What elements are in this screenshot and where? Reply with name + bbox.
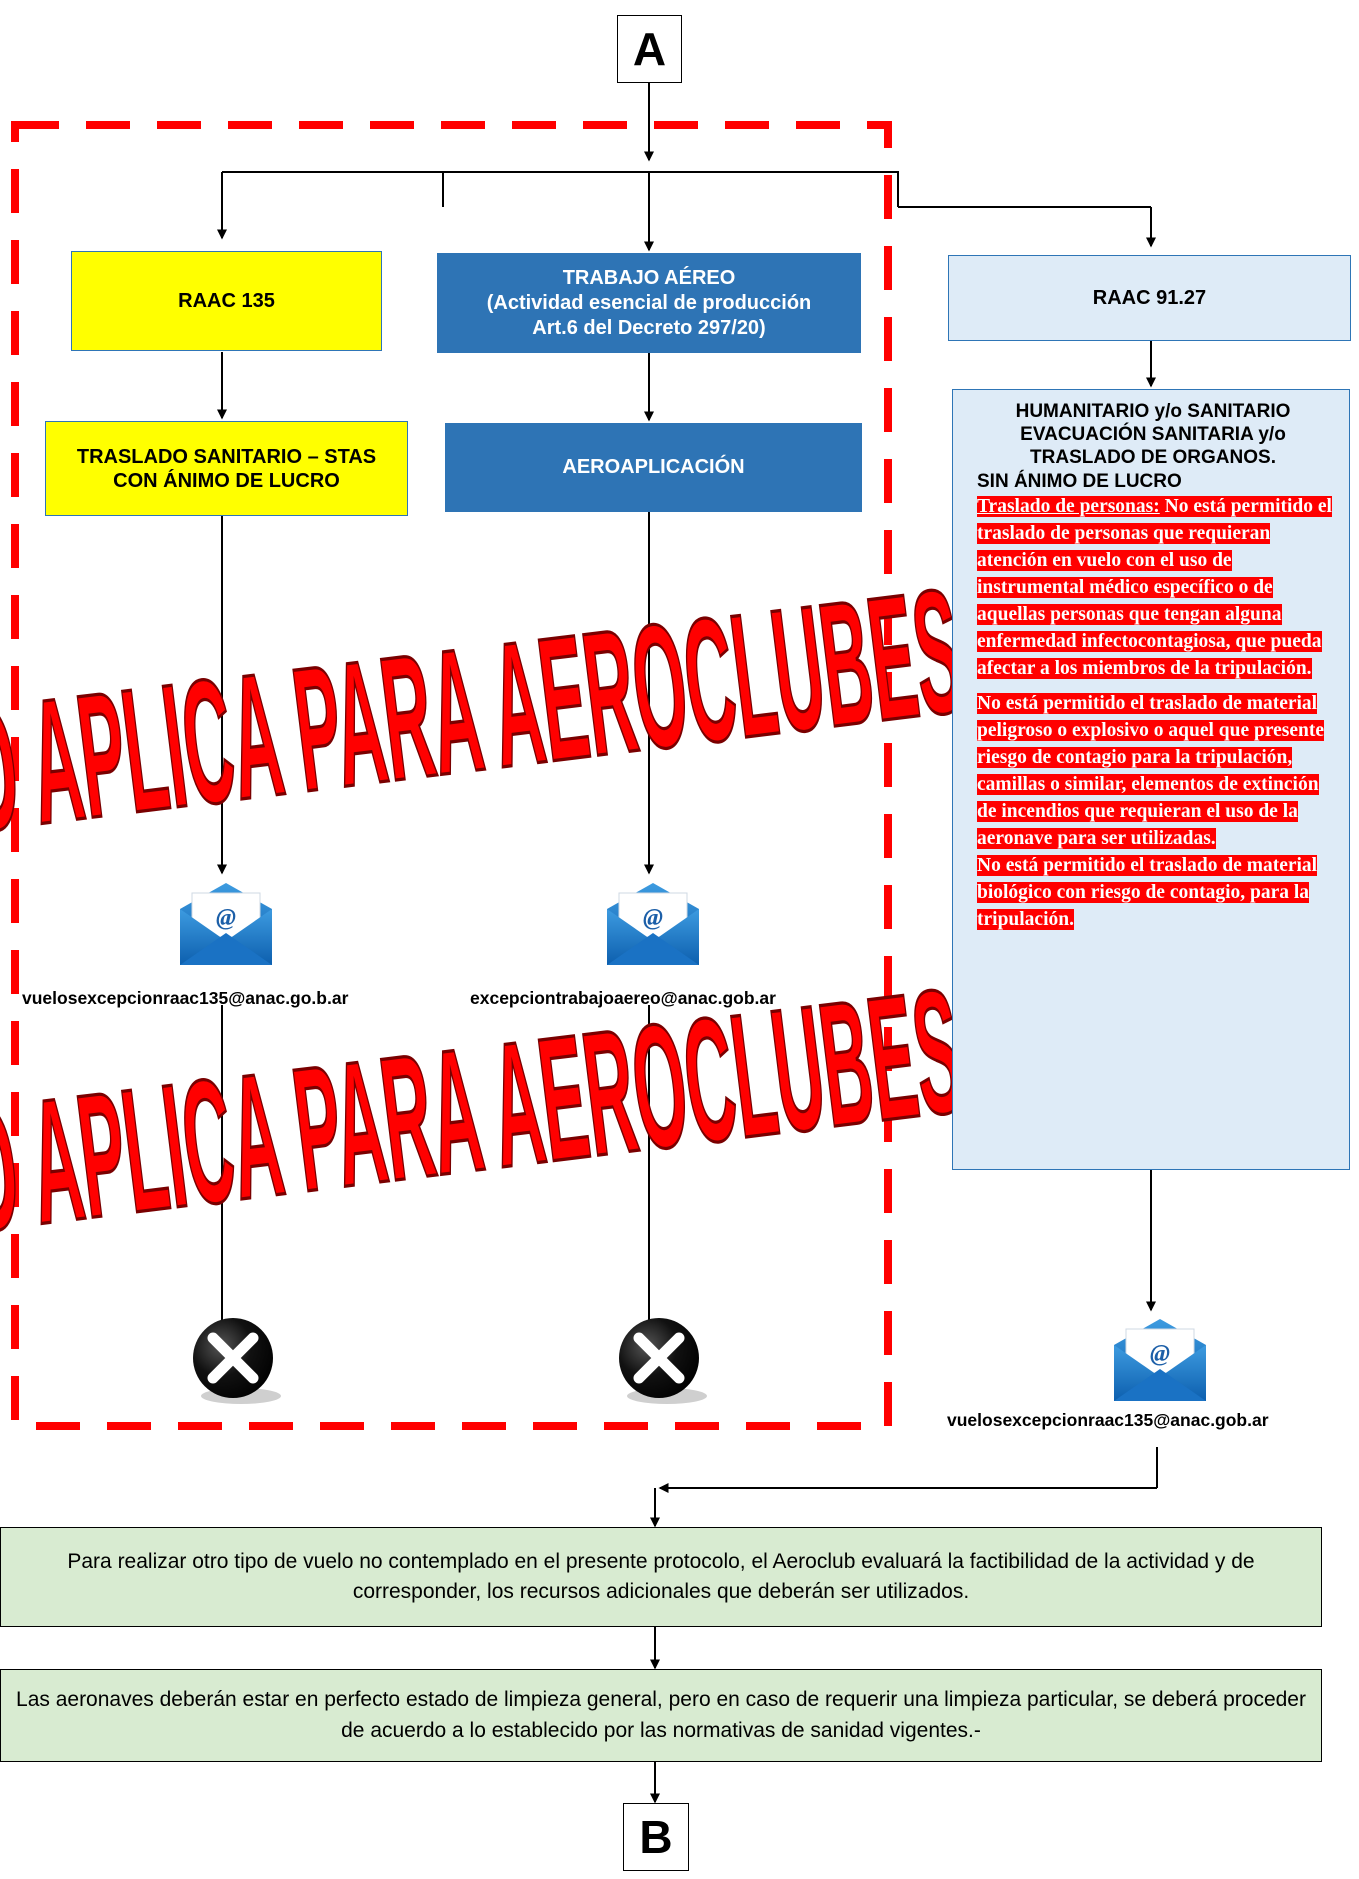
aeroaplicacion-label: AEROAPLICACIÓN <box>562 456 745 478</box>
restriction-text-1: No está permitido el traslado de persona… <box>977 495 1332 679</box>
restriction-paragraph-1: Traslado de personas: No está permitido … <box>977 493 1339 682</box>
trabajo-aereo-line2: (Actividad esencial de producción <box>486 291 812 314</box>
email-raac135-left[interactable]: vuelosexcepcionraac135@anac.go.b.ar <box>22 988 349 1008</box>
svg-text:@: @ <box>1150 1341 1170 1367</box>
connector-a-label: A <box>632 23 667 75</box>
note-otro-tipo-vuelo: Para realizar otro tipo de vuelo no cont… <box>0 1527 1322 1627</box>
restriction-text-3: No está permitido el traslado de materia… <box>977 854 1318 930</box>
x-circle-icon <box>193 1318 281 1404</box>
trabajo-aereo-box: TRABAJO AÉREO (Actividad esencial de pro… <box>437 253 861 353</box>
connector-b: B <box>623 1803 689 1871</box>
humanitario-box: HUMANITARIO y/o SANITARIO EVACUACIÓN SAN… <box>952 389 1350 1170</box>
connector-a: A <box>617 15 682 83</box>
svg-text:NO APLICA PARA AEROCLUBES: NO APLICA PARA AEROCLUBES <box>0 552 971 876</box>
humanitario-title-line2: EVACUACIÓN SANITARIA y/o <box>1020 424 1286 446</box>
restriction-text-2: No está permitido el traslado de materia… <box>977 692 1325 849</box>
traslado-sanitario-box: TRASLADO SANITARIO – STAS CON ÁNIMO DE L… <box>45 421 408 516</box>
note-limpieza-text: Las aeronaves deberán estar en perfecto … <box>16 1688 1306 1742</box>
humanitario-subtitle: SIN ÁNIMO DE LUCRO <box>977 470 1182 492</box>
email-trabajo-aereo[interactable]: excepciontrabajoaereo@anac.gob.ar <box>470 988 776 1008</box>
aeroaplicacion-box: AEROAPLICACIÓN <box>445 423 862 512</box>
raac-91-27-box: RAAC 91.27 <box>948 255 1351 341</box>
excluded-zone-frame <box>11 121 892 1430</box>
raac-91-27-label: RAAC 91.27 <box>1092 286 1207 309</box>
note-limpieza: Las aeronaves deberán estar en perfecto … <box>0 1669 1322 1762</box>
restriction-paragraph-2: No está permitido el traslado de materia… <box>977 690 1339 852</box>
trabajo-aereo-line1: TRABAJO AÉREO <box>562 266 736 289</box>
stamp-no-aplica-1: NO APLICA PARA AEROCLUBES <box>0 551 972 877</box>
raac-135-label: RAAC 135 <box>178 290 275 312</box>
envelope-at-icon: @ <box>607 883 699 965</box>
envelope-at-icon: @ <box>1114 1319 1206 1401</box>
trabajo-aereo-line3: Art.6 del Decreto 297/20) <box>532 316 766 339</box>
restriction-paragraph-3: No está permitido el traslado de materia… <box>977 852 1339 933</box>
email-raac135-right[interactable]: vuelosexcepcionraac135@anac.gob.ar <box>947 1410 1269 1430</box>
x-circle-icon <box>619 1318 707 1404</box>
svg-text:@: @ <box>643 905 663 931</box>
restriction-lead: Traslado de personas: <box>977 495 1160 517</box>
humanitario-title-line3: TRASLADO DE ORGANOS. <box>1030 447 1276 469</box>
connector-b-label: B <box>639 1811 673 1863</box>
humanitario-title: HUMANITARIO y/o SANITARIO EVACUACIÓN SAN… <box>977 400 1329 470</box>
envelope-at-icon: @ <box>180 883 272 965</box>
svg-text:@: @ <box>216 905 236 931</box>
traslado-sanitario-label: TRASLADO SANITARIO – STAS CON ÁNIMO DE L… <box>76 445 377 492</box>
humanitario-title-line1: HUMANITARIO y/o SANITARIO <box>1015 401 1291 422</box>
note-otro-tipo-vuelo-text: Para realizar otro tipo de vuelo no cont… <box>67 1549 1255 1603</box>
raac-135-box: RAAC 135 <box>71 251 382 351</box>
